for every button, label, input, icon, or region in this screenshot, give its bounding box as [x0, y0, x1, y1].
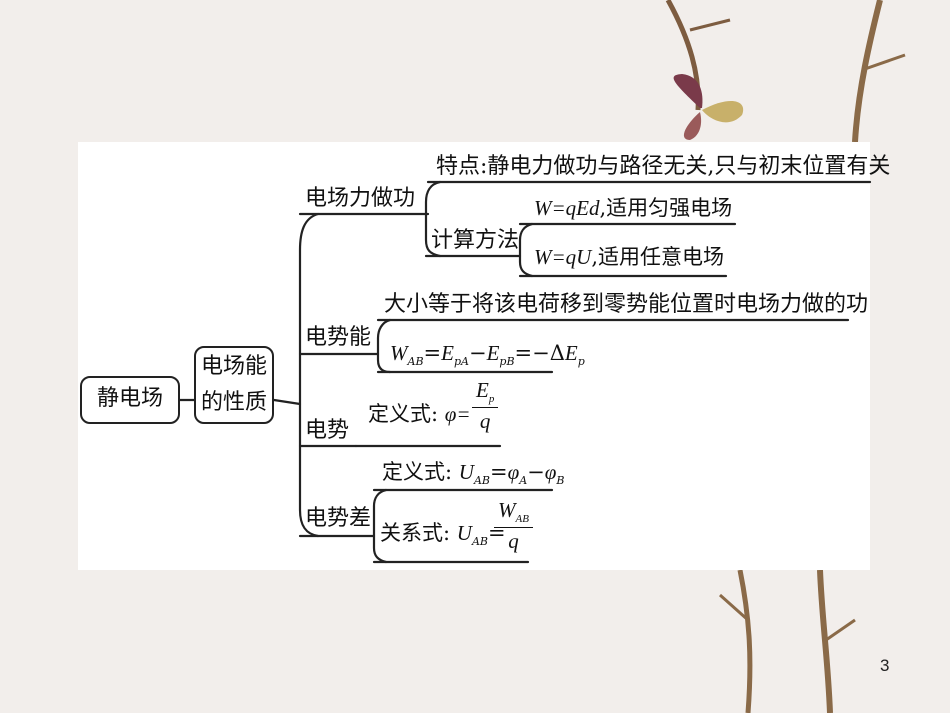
pd-phi-a-sub: A — [519, 474, 528, 487]
root-label: 静电场 — [97, 386, 164, 411]
potential-difference-label: 电势差 — [305, 506, 372, 531]
potential-energy-label: 电势能 — [305, 325, 372, 350]
pd-def-eq: = — [489, 460, 508, 484]
pd-fraction: WAB q — [494, 500, 533, 552]
root-node — [80, 376, 180, 424]
work-method-label: 计算方法 — [431, 228, 520, 253]
potential-den: q — [479, 409, 491, 433]
pd-phi-a: φ — [507, 460, 520, 484]
pd-rel-label: 关系式: — [380, 521, 451, 545]
property-label-line1: 电场能 — [201, 354, 268, 379]
pd-fraction-num: WAB — [494, 500, 533, 528]
work-method2: W=qU,适用任意电场 — [534, 247, 724, 268]
pe-eq1: = — [423, 341, 442, 365]
butterfly-icon — [673, 74, 744, 140]
work-method2-formula: W=qU — [534, 245, 592, 269]
pe-e3-sub: p — [577, 355, 585, 368]
pe-w-sub: AB — [407, 355, 424, 368]
potential-num-sub: p — [488, 393, 495, 405]
potential-fraction-num: Ep — [472, 378, 499, 408]
potential-difference-def: 定义式: UAB=φA−φB — [382, 460, 565, 487]
potential-energy-desc: 大小等于将该电荷移到零势能位置时电场力做的功 — [384, 292, 869, 317]
potential-difference-rel: 关系式: UAB= — [380, 521, 506, 548]
work-method1-formula: W=qEd — [534, 196, 600, 220]
pd-rel-num-sub: AB — [515, 513, 529, 525]
pd-rel-num: W — [498, 498, 516, 522]
potential-def-label: 定义式: — [368, 402, 439, 426]
potential-num: E — [476, 378, 489, 402]
pd-rel-u: U — [456, 521, 472, 545]
pe-minus: − — [468, 341, 487, 365]
work-label: 电场力做功 — [305, 186, 416, 211]
property-label-line2: 的性质 — [201, 390, 268, 415]
pe-e2-sub: pB — [499, 355, 515, 368]
pd-def-u: U — [458, 460, 474, 484]
pe-e3: E — [564, 341, 578, 365]
work-method1-text: ,适用匀强电场 — [599, 196, 733, 220]
pd-rel-den: q — [508, 529, 519, 553]
property-node — [194, 346, 274, 424]
potential-energy-formula: WAB=EpA−EpB=−ΔEp — [390, 341, 585, 368]
pd-rel-u-sub: AB — [471, 535, 488, 548]
pe-e1-sub: pA — [453, 355, 469, 368]
work-method1: W=qEd,适用匀强电场 — [534, 198, 732, 219]
pe-e1: E — [441, 341, 454, 365]
pe-e2: E — [486, 341, 500, 365]
potential-lhs: φ= — [444, 402, 471, 426]
pd-def-label: 定义式: — [382, 460, 453, 484]
pe-w: W — [390, 341, 408, 365]
work-feature: 特点:静电力做功与路径无关,只与初末位置有关 — [436, 154, 891, 179]
page-number: 3 — [880, 656, 890, 675]
pd-def-minus: − — [527, 460, 545, 484]
potential-label: 电势 — [305, 418, 350, 443]
pd-phi-b: φ — [544, 460, 557, 484]
pd-phi-b-sub: B — [556, 474, 565, 487]
potential-fraction: Ep q — [472, 378, 499, 433]
pd-def-u-sub: AB — [473, 474, 490, 487]
work-method2-text: ,适用任意电场 — [591, 245, 725, 269]
pe-eq2: =−Δ — [514, 341, 565, 365]
potential-def: 定义式: φ= — [368, 404, 471, 425]
